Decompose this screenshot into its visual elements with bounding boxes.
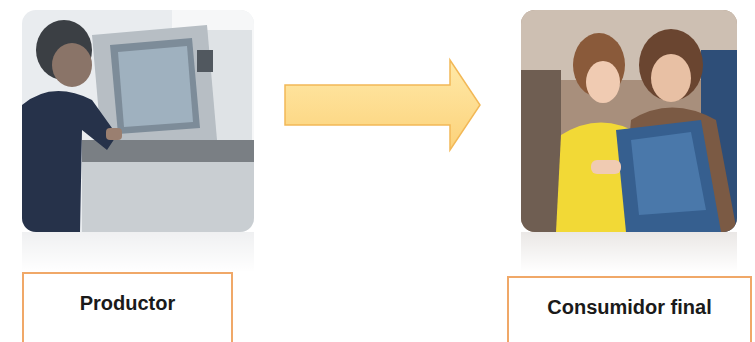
producer-photo	[22, 10, 254, 272]
stage-node: Consumidor final	[507, 10, 752, 342]
label-box: Consumidor final	[507, 276, 752, 342]
node-label: Productor	[80, 292, 176, 315]
flow-arrow	[285, 60, 480, 150]
node-label: Consumidor final	[547, 296, 711, 319]
consumer-photo	[521, 10, 737, 272]
label-box: Productor	[22, 272, 233, 342]
stage-node: Productor	[22, 10, 254, 342]
